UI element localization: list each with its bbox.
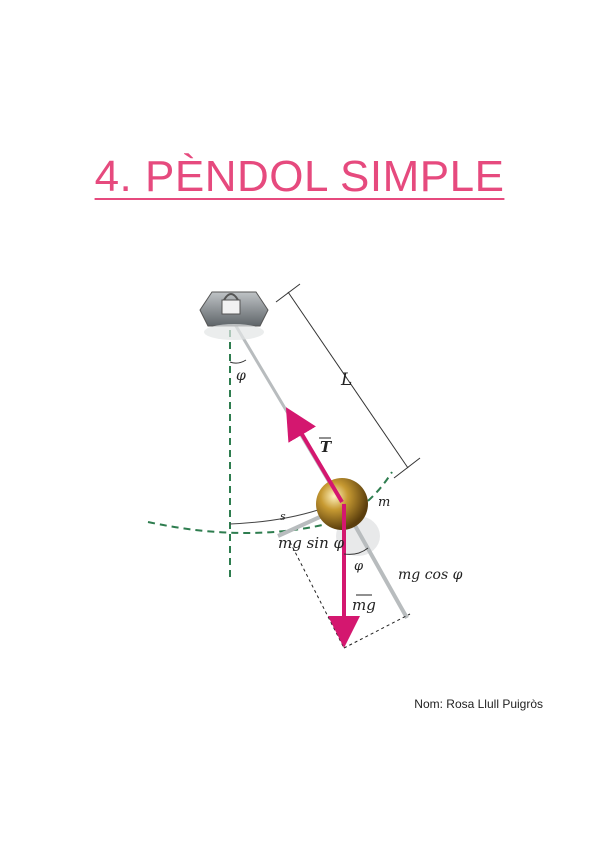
- length-label: L: [340, 370, 352, 390]
- arc-label: s: [280, 510, 286, 523]
- pendulum-diagram: L φ T mg φ m s mg sin φ mg cos φ: [147, 283, 463, 649]
- phi-arc-bottom: [343, 547, 369, 555]
- length-dimension: [287, 291, 409, 469]
- arc-s: [229, 509, 319, 525]
- weight-label: mg: [352, 596, 376, 614]
- swing-arc: [147, 471, 393, 534]
- mg-sin-label: mg sin φ: [278, 534, 345, 552]
- pivot-mount: [199, 291, 269, 340]
- phi-label-bottom: φ: [354, 559, 364, 574]
- phi-label-top: φ: [236, 368, 246, 384]
- page-title: 4. PÈNDOL SIMPLE: [94, 152, 505, 201]
- dotted-line-left: [289, 541, 345, 649]
- dotted-line-right: [343, 613, 411, 649]
- author-name: Nom: Rosa Llull Puigròs: [414, 697, 543, 711]
- mass-label: m: [378, 495, 390, 510]
- tension-vector: [285, 407, 344, 504]
- length-tick-top: [275, 283, 301, 303]
- phi-arc-top: [229, 359, 247, 364]
- tension-label: T: [320, 438, 333, 456]
- mg-cos-label: mg cos φ: [398, 567, 463, 583]
- length-tick-bottom: [393, 457, 421, 479]
